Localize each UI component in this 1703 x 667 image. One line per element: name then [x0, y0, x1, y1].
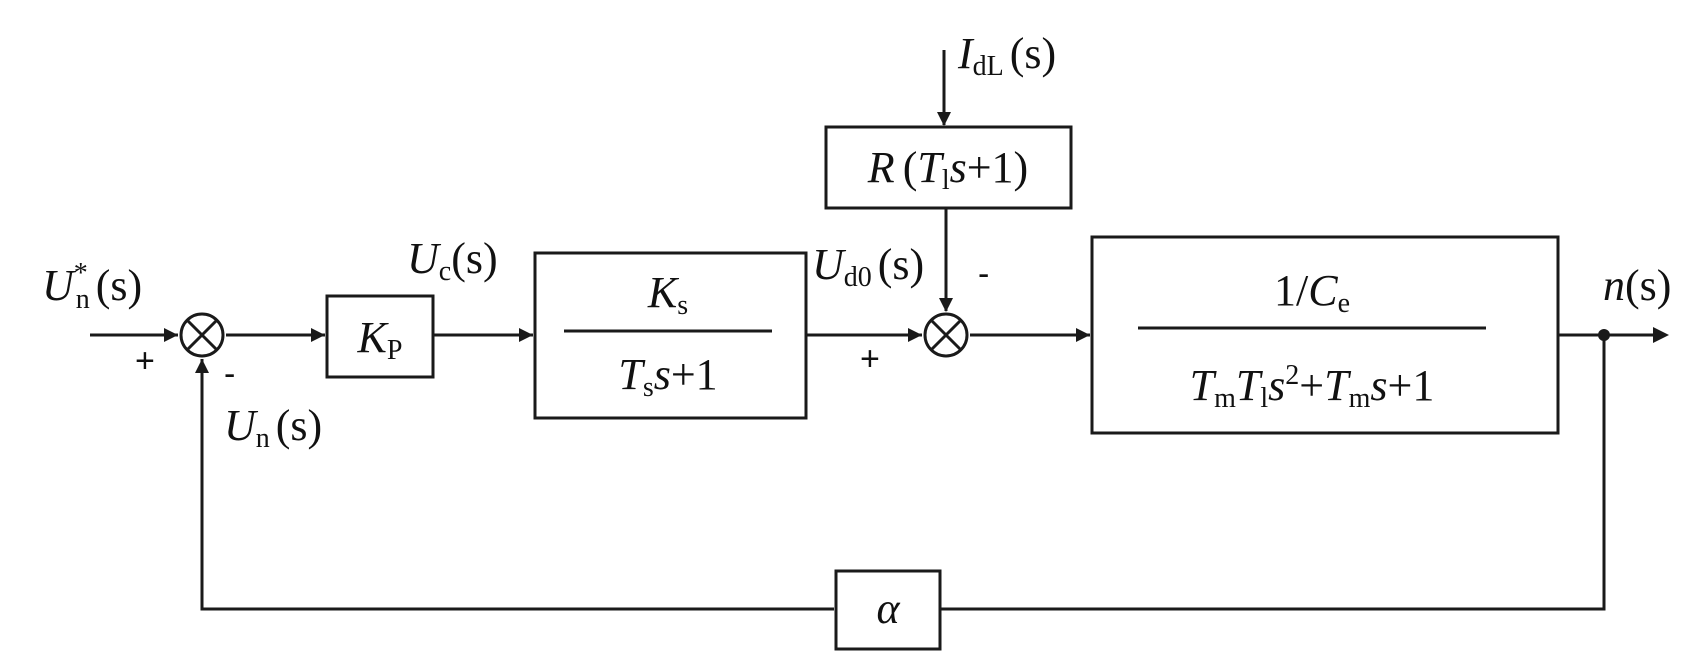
summing-junction-1	[179, 312, 225, 358]
block-feedback-gain	[834, 569, 942, 651]
line-gain-to-sum1	[200, 359, 834, 611]
label-control-signal: Uc(s)	[407, 234, 498, 287]
feedback-gain-label: α	[876, 584, 900, 633]
sign-sum1-minus: -	[224, 355, 235, 393]
arrow-into-converter	[519, 328, 533, 342]
label-reference-signal: U*n(s)	[42, 258, 142, 315]
arrow-into-sum2	[908, 328, 922, 342]
motor-denominator: TmTls2+Tms+1	[1190, 360, 1435, 414]
sign-sum1-plus: +	[135, 342, 155, 380]
block-converter	[533, 251, 808, 420]
label-voltage-signal: Ud0(s)	[812, 240, 924, 293]
converter-denominator: Tss+1	[618, 350, 717, 403]
sign-sum2-plus: +	[860, 340, 880, 378]
arrow-into-sum1-bottom	[195, 359, 209, 373]
label-feedback-signal: Un(s)	[224, 401, 322, 454]
arrow-into-sum2-top	[939, 298, 953, 312]
summing-junction-2	[923, 312, 969, 358]
load-impedance-label: R(Tls+1)	[867, 143, 1028, 196]
label-load-current: IdL(s)	[957, 29, 1056, 82]
label-output-signal: n(s)	[1603, 261, 1671, 310]
block-load-impedance	[824, 125, 1073, 210]
arrow-into-load-block	[937, 112, 951, 126]
converter-numerator: Ks	[647, 268, 688, 321]
arrow-into-sum1	[164, 328, 178, 342]
sign-sum2-minus: -	[978, 255, 989, 293]
arrow-into-motor	[1076, 328, 1090, 342]
block-motor	[1090, 235, 1560, 435]
arrow-output	[1653, 327, 1669, 343]
arrow-into-kp	[311, 328, 325, 342]
line-feedback-to-gain	[938, 335, 1606, 611]
kp-label: KP	[357, 313, 403, 366]
motor-numerator: 1/Ce	[1274, 266, 1350, 319]
block-kp	[325, 294, 435, 379]
